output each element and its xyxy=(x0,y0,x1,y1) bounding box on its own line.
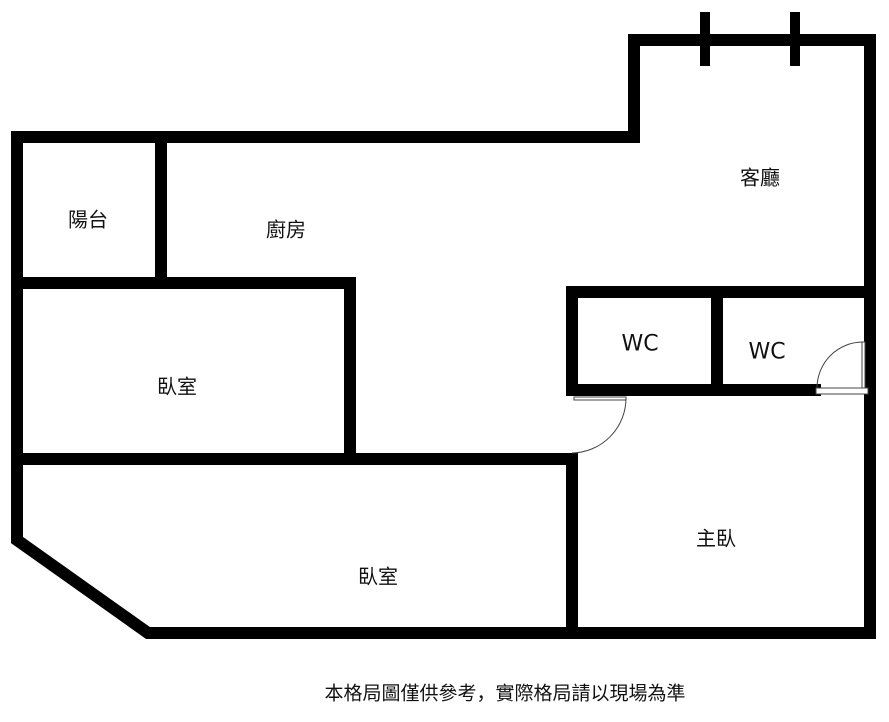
door-leaf xyxy=(861,341,866,389)
door-swing-arc xyxy=(571,397,627,454)
room-label-balcony: 陽台 xyxy=(68,207,108,232)
room-label-wc: WC xyxy=(621,331,659,357)
room-label-master-bedroom: 主臥 xyxy=(696,526,736,551)
door-leaf xyxy=(573,396,627,401)
disclaimer-caption: 本格局圖僅供參考，實際格局請以現場為準 xyxy=(324,682,686,705)
room-label-bedroom: 臥室 xyxy=(157,374,197,399)
outer-wall xyxy=(11,34,876,639)
room-label-kitchen: 廚房 xyxy=(266,217,306,242)
door-sill xyxy=(815,387,869,395)
door-swing-arc xyxy=(816,341,864,389)
room-label-bedroom: 臥室 xyxy=(358,564,398,589)
room-label-wc: WC xyxy=(748,339,786,365)
room-label-living-room: 客廳 xyxy=(740,165,780,190)
